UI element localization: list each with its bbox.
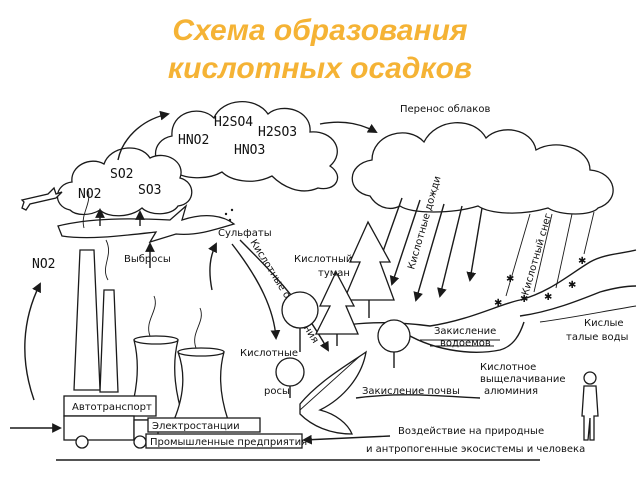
lake — [399, 321, 525, 353]
label-acid-fog-1: Кислотный — [294, 254, 352, 265]
title-line-1: Схема образования — [172, 14, 468, 47]
chem-no2-left: NO2 — [32, 257, 55, 272]
human-figure-icon — [581, 371, 599, 441]
chem-so2: SO2 — [110, 167, 133, 182]
label-acid-melt-1: Кислые — [584, 318, 624, 329]
ground-line — [355, 394, 481, 399]
chem-h2so3: H2SO3 — [258, 125, 297, 140]
meltwater-bank — [519, 285, 637, 317]
svg-text:✱: ✱ — [506, 274, 514, 285]
label-industry: Промышленные предприятия — [150, 437, 307, 448]
airplane-icon — [20, 186, 63, 211]
title-line-2: кислотных осадков — [167, 52, 473, 85]
label-emissions: Выбросы — [124, 254, 171, 265]
chem-h2so4: H2SO4 — [214, 115, 253, 130]
label-acid-melt-2: талые воды — [566, 332, 628, 343]
arrow-up-to-cloud — [117, 110, 170, 161]
label-autotransport: Автотранспорт — [72, 402, 152, 413]
power-plant-box — [147, 417, 261, 433]
cloud-left — [56, 147, 193, 217]
chem-so3: SO3 — [138, 183, 161, 198]
emission-plume — [57, 204, 236, 244]
cloud-right — [351, 122, 614, 215]
label-acid-dew-1: Кислотные — [240, 348, 298, 359]
label-impact-1: Воздействие на природные — [398, 426, 544, 437]
arrow-dew — [231, 243, 281, 340]
label-leaching-2: выщелачивание — [480, 374, 566, 385]
label-acid-dew-2: росы — [264, 386, 290, 397]
smokestacks — [73, 189, 119, 393]
label-water-acid-2: водоемов — [440, 338, 491, 349]
cloud-top — [155, 101, 339, 192]
label-leaching-1: Кислотное — [480, 362, 536, 373]
diagram-title: Схема образования кислотных осадков — [0, 12, 640, 88]
leaf-vein — [299, 355, 361, 411]
label-cloud-transfer: Перенос облаков — [400, 104, 490, 115]
arrow-no2-left — [24, 282, 41, 401]
svg-text:✱: ✱ — [544, 292, 552, 303]
arrow-impact — [302, 434, 391, 445]
arrow-sulfate-up — [208, 242, 217, 291]
label-leaching-3: алюминия — [484, 386, 538, 397]
svg-text:✱: ✱ — [578, 256, 586, 267]
label-acid-snow: Кислотный снег — [520, 212, 554, 297]
chem-hno3: HNO3 — [234, 143, 265, 158]
industry-box — [145, 433, 303, 449]
svg-text:✱: ✱ — [494, 298, 502, 309]
truck-icon — [63, 395, 159, 449]
chem-no2-cloud: NO2 — [78, 187, 101, 202]
label-water-acid-1: Закисление — [434, 326, 496, 337]
arrow-cloud-transfer — [319, 121, 378, 133]
label-sulfates: Сульфаты — [218, 228, 272, 239]
label-soil-acid: Закисление почвы — [362, 386, 460, 397]
label-acid-fog-2: туман — [318, 268, 350, 279]
svg-text:✱: ✱ — [568, 280, 576, 291]
label-power-plants: Электростанции — [152, 421, 240, 432]
trees — [275, 220, 411, 398]
chem-hno2: HNO2 — [178, 133, 209, 148]
meltwater-line — [539, 305, 637, 323]
leaf-large — [299, 350, 367, 435]
lake-ripples — [420, 339, 500, 347]
label-impact-2: и антропогенные экосистемы и человека — [366, 444, 585, 455]
